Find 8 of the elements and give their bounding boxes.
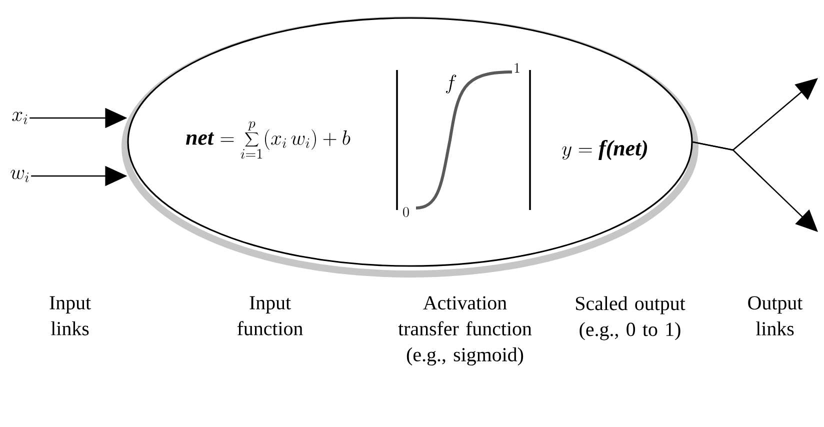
caption: Output links [748, 296, 803, 336]
caption: Input function [237, 296, 303, 336]
input-symbol: $w_{i}$ [10, 170, 29, 182]
arrow [692, 141, 818, 232]
caption: Scaled output (e.g., 0 to 1) [576, 296, 686, 340]
caption: Activation transfer function (e.g., sigmoid) [398, 296, 532, 366]
caption: Input links [50, 296, 91, 336]
input-symbol: $x_{i}$ [12, 112, 28, 124]
